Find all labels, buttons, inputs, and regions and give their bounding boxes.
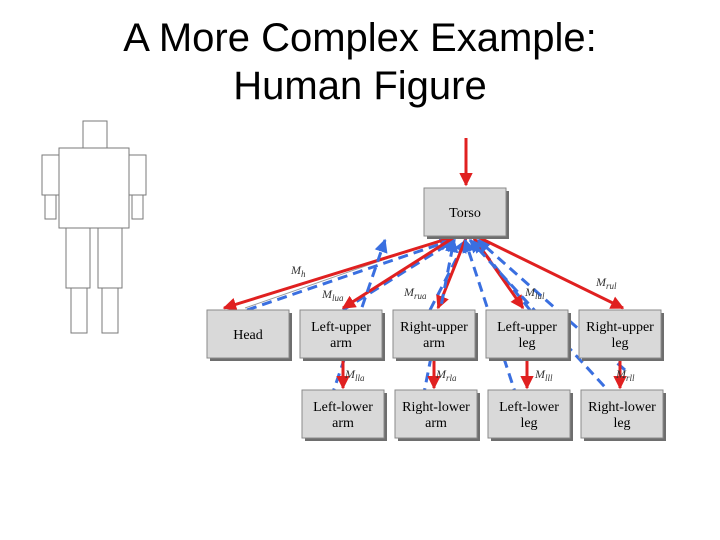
node-label: Right-lower bbox=[588, 400, 656, 415]
edge-torso-to-left-upper-arm-parent-arrow bbox=[341, 236, 454, 310]
edge-torso-to-head-label: Mh bbox=[290, 263, 306, 279]
node-label: leg bbox=[518, 336, 535, 351]
figure-left-lower-arm bbox=[44, 194, 57, 220]
node-label: leg bbox=[613, 416, 630, 431]
node-label: Right-upper bbox=[400, 320, 468, 335]
node-label: leg bbox=[520, 416, 537, 431]
edge-left-upper-leg-to-left-lower-leg-label: Mlll bbox=[534, 367, 553, 383]
edge-torso-to-head-child-pointer bbox=[246, 237, 454, 312]
figure-head bbox=[82, 120, 108, 149]
node-label: Head bbox=[233, 328, 263, 343]
figure-left-upper-arm bbox=[41, 154, 60, 196]
edge-right-upper-leg-to-right-lower-leg-label: Mrll bbox=[615, 367, 635, 383]
node-label: Left-upper bbox=[311, 320, 371, 335]
title-line-1: A More Complex Example: bbox=[123, 16, 597, 60]
node-label: arm bbox=[330, 336, 352, 351]
edge-torso-to-left-upper-arm-child-pointer bbox=[342, 238, 457, 312]
node-box bbox=[299, 309, 383, 359]
node-box bbox=[206, 309, 290, 359]
node-box bbox=[301, 389, 385, 439]
node-label: Left-upper bbox=[497, 320, 557, 335]
node-box bbox=[580, 389, 664, 439]
node-label: Left-lower bbox=[313, 400, 373, 415]
node-label: arm bbox=[425, 416, 447, 431]
node-box bbox=[423, 187, 507, 237]
edge-torso-to-right-upper-leg-parent-arrow bbox=[479, 236, 625, 310]
node-label: leg bbox=[611, 336, 628, 351]
node-label: Torso bbox=[449, 206, 481, 221]
node-box bbox=[578, 309, 662, 359]
figure-right-lower-arm bbox=[131, 194, 144, 220]
edge-torso-to-right-upper-leg-label: Mrul bbox=[595, 275, 617, 291]
title-line-2: Human Figure bbox=[233, 64, 487, 108]
node-box bbox=[485, 309, 569, 359]
slide-title: A More Complex Example: Human Figure bbox=[0, 14, 720, 110]
node-torso: Torso bbox=[423, 187, 509, 239]
node-label: arm bbox=[332, 416, 354, 431]
edge-right-upper-leg-to-right-lower-leg-child-pointer bbox=[468, 238, 617, 400]
node-box bbox=[392, 309, 476, 359]
edge-left-upper-arm-to-left-lower-arm-label: Mlla bbox=[344, 367, 365, 383]
node-label: Left-lower bbox=[499, 400, 559, 415]
tree-nodes: TorsoHeadLeft-upperarmRight-upperarmLeft… bbox=[206, 187, 666, 441]
node-box bbox=[394, 389, 478, 439]
edge-torso-to-left-upper-leg-label: Mlul bbox=[524, 285, 545, 301]
edge-torso-to-head-parent-arrow bbox=[222, 236, 451, 311]
edge-torso-to-left-upper-arm-label: Mlua bbox=[321, 287, 344, 303]
human-figure-illustration bbox=[41, 120, 147, 334]
figure-right-upper-arm bbox=[128, 154, 147, 196]
figure-right-upper-leg bbox=[97, 227, 123, 289]
edge-torso-to-right-upper-arm-label: Mrua bbox=[403, 285, 427, 301]
node-box bbox=[487, 389, 571, 439]
figure-left-upper-leg bbox=[65, 227, 91, 289]
figure-left-lower-leg bbox=[70, 287, 88, 334]
node-label: Right-upper bbox=[586, 320, 654, 335]
figure-torso bbox=[58, 147, 130, 229]
edge-right-upper-arm-to-right-lower-arm-label: Mrla bbox=[435, 367, 457, 383]
node-label: Right-lower bbox=[402, 400, 470, 415]
node-label: arm bbox=[423, 336, 445, 351]
node-head: Head bbox=[206, 309, 292, 361]
figure-right-lower-leg bbox=[101, 287, 119, 334]
